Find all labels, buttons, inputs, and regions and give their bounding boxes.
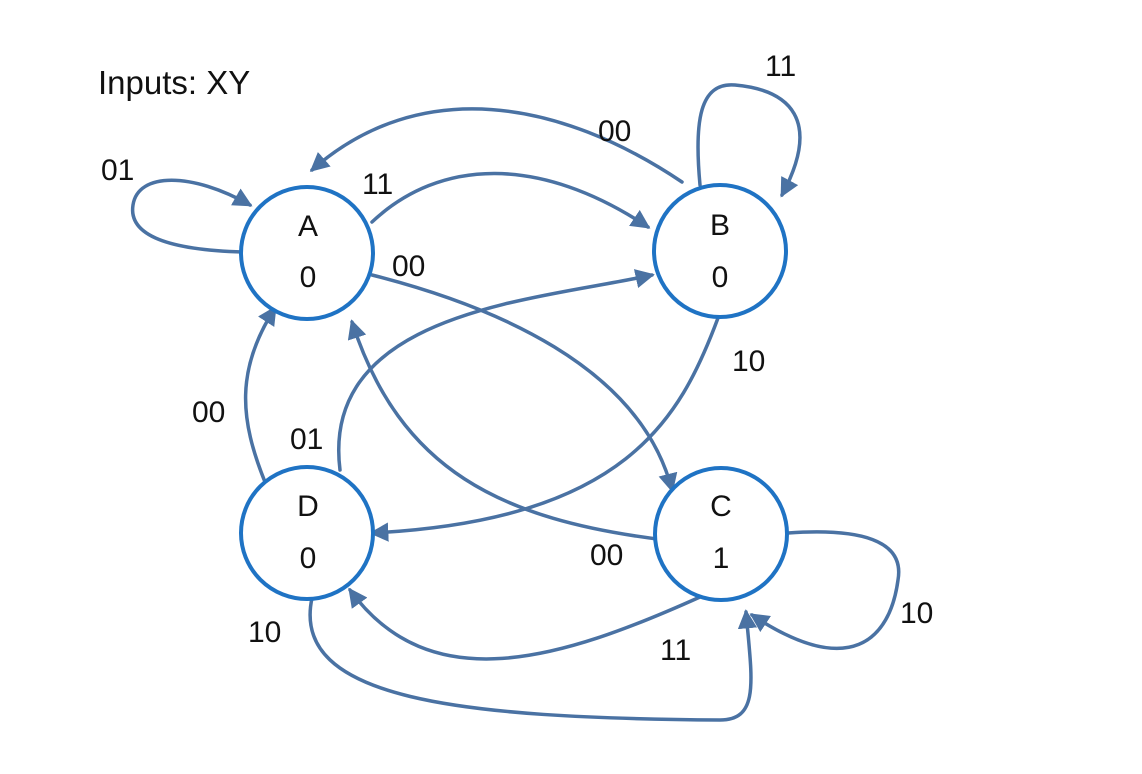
edge-label-A-to-B: 11 [362,168,393,201]
edge-label-A-to-A: 01 [101,154,134,187]
edge-label-B-to-D: 10 [732,345,765,378]
state-D: D 0 [239,465,375,601]
edge-D-to-B [336,269,655,472]
edge-label-D-to-C: 10 [248,616,281,649]
edge-A-to-A [130,178,253,254]
states: A 0 B 0 C 1 D 0 [239,183,789,602]
edge-label-B-to-A: 00 [598,115,631,148]
state-B-name: B [710,209,730,242]
state-A: A 0 [239,185,375,321]
edge-C-to-C [749,530,901,651]
state-B-circle [652,183,788,319]
edge-B-to-D [369,316,720,542]
state-A-output: 0 [300,261,317,294]
state-D-circle [239,465,375,601]
state-A-circle [239,185,375,321]
state-D-output: 0 [300,542,317,575]
state-D-name: D [297,490,319,523]
state-C-name: C [710,490,732,523]
edge-A-to-C [370,273,678,493]
transition-labels: 01 11 00 00 11 10 00 10 11 00 01 10 [101,50,933,667]
edge-label-C-to-D: 11 [660,634,691,667]
edge-D-to-A [243,305,277,484]
edge-B-to-B [696,83,802,198]
edge-C-to-D [348,587,702,661]
diagram-title: Inputs: XY [98,64,250,101]
edge-label-D-to-A: 00 [192,396,225,429]
edge-D-to-C [308,596,758,722]
edge-label-B-to-B: 11 [765,50,796,83]
transition-edges [130,83,901,722]
state-C-output: 1 [713,542,730,575]
state-C-circle [653,466,789,602]
edge-label-D-to-B: 01 [290,423,323,456]
state-C: C 1 [653,466,789,602]
edge-label-C-to-A: 00 [590,539,623,572]
state-B: B 0 [652,183,788,319]
edge-B-to-A [309,107,684,184]
edge-C-to-A [347,319,667,542]
edge-label-A-to-C: 00 [392,250,425,283]
state-A-name: A [298,210,318,243]
edge-A-to-B [370,171,651,229]
state-B-output: 0 [712,261,729,294]
edge-label-C-to-C: 10 [900,597,933,630]
